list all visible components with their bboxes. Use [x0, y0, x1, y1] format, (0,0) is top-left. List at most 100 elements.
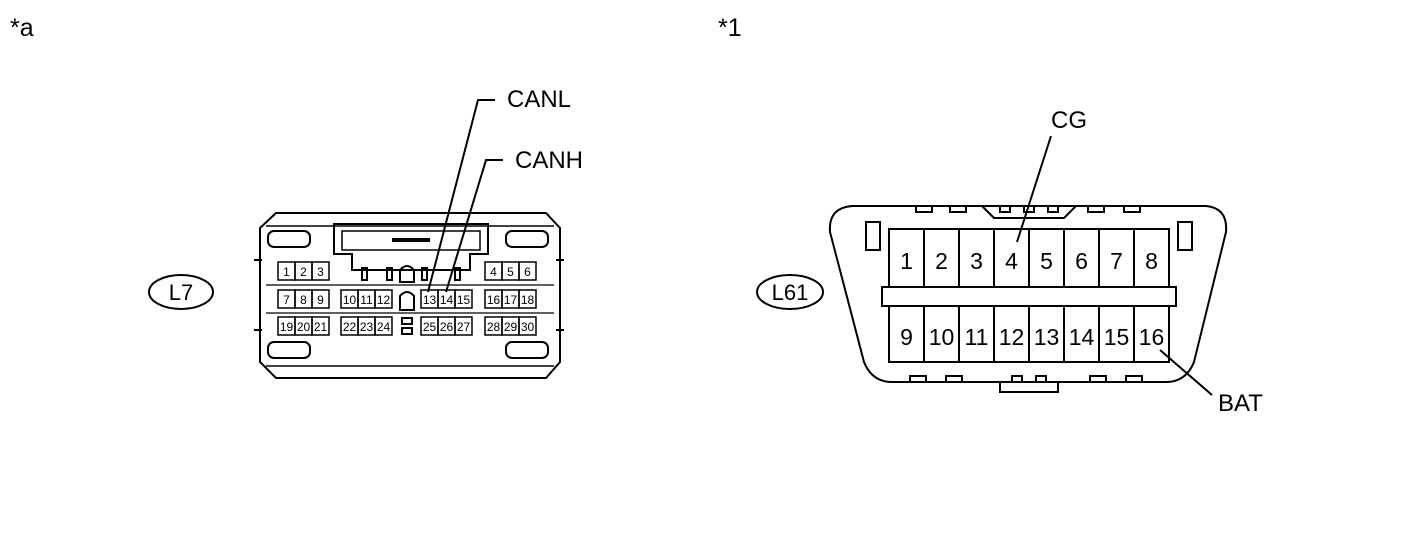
l61-pin: 9 [888, 305, 925, 363]
svg-text:14: 14 [1069, 324, 1095, 350]
l61-pin: 1 [888, 228, 925, 288]
callout-canh: CANH [445, 147, 583, 293]
callout-bat-leader [1159, 349, 1213, 396]
l7-pin: 10 [340, 289, 359, 309]
l7-pin: 16 [484, 289, 503, 309]
l7-pin: 12 [374, 289, 393, 309]
l7-pin: 18 [518, 289, 537, 309]
svg-text:15: 15 [1104, 324, 1130, 350]
svg-text:30: 30 [521, 320, 535, 334]
svg-text:11: 11 [360, 293, 373, 307]
l61-id-oval [756, 274, 824, 310]
svg-text:23: 23 [360, 320, 374, 334]
l7-pin: 3 [311, 261, 330, 281]
l7-pin: 26 [437, 316, 456, 336]
l61-pin: 14 [1063, 305, 1100, 363]
svg-text:29: 29 [504, 320, 518, 334]
callout-canh-label: CANH [515, 147, 583, 174]
svg-text:8: 8 [300, 293, 307, 307]
svg-text:19: 19 [280, 320, 294, 334]
l7-pin: 14 [437, 289, 456, 309]
svg-text:1: 1 [900, 248, 913, 274]
callout-canl: CANL [427, 86, 571, 293]
l7-pin: 2 [294, 261, 313, 281]
svg-text:9: 9 [317, 293, 324, 307]
l61-pin: 13 [1028, 305, 1065, 363]
callout-canl-label: CANL [507, 86, 571, 113]
svg-text:11: 11 [965, 324, 989, 350]
l7-pin: 22 [340, 316, 359, 336]
l7-pin: 9 [311, 289, 330, 309]
callout-cg-leader [1016, 135, 1052, 243]
l61-pin: 15 [1098, 305, 1135, 363]
svg-text:15: 15 [457, 293, 471, 307]
l7-pin: 13 [420, 289, 439, 309]
l61-pin: 11 [958, 305, 995, 363]
svg-text:17: 17 [504, 293, 518, 307]
l61-pin: 7 [1098, 228, 1135, 288]
svg-text:5: 5 [507, 265, 514, 279]
svg-text:3: 3 [317, 265, 324, 279]
l61-pin: 16 [1133, 305, 1170, 363]
svg-text:4: 4 [1005, 248, 1018, 274]
svg-text:5: 5 [1040, 248, 1053, 274]
l7-pin: 5 [501, 261, 520, 281]
l7-pin: 23 [357, 316, 376, 336]
svg-text:18: 18 [521, 293, 535, 307]
l7-pin: 11 [357, 289, 376, 309]
svg-text:21: 21 [314, 320, 328, 334]
svg-text:12: 12 [999, 324, 1025, 350]
svg-text:13: 13 [1034, 324, 1060, 350]
l7-connector-housing [254, 212, 564, 379]
l7-pin: 1 [277, 261, 296, 281]
svg-text:26: 26 [440, 320, 454, 334]
svg-text:2: 2 [300, 265, 307, 279]
l7-pin: 28 [484, 316, 503, 336]
l7-pin: 17 [501, 289, 520, 309]
l61-pin: 12 [993, 305, 1030, 363]
svg-text:13: 13 [423, 293, 437, 307]
figure-a-marker: *a [10, 14, 34, 42]
svg-text:3: 3 [970, 248, 983, 274]
svg-text:7: 7 [1110, 248, 1123, 274]
svg-text:7: 7 [283, 293, 290, 307]
svg-text:25: 25 [423, 320, 437, 334]
svg-text:24: 24 [377, 320, 391, 334]
svg-text:8: 8 [1145, 248, 1158, 274]
callout-bat-label: BAT [1218, 390, 1263, 417]
callout-cg-label: CG [1051, 107, 1087, 134]
svg-text:16: 16 [1139, 324, 1165, 350]
l7-id-label: L7 [169, 280, 193, 305]
callout-canl-leader [427, 99, 495, 293]
svg-text:6: 6 [524, 265, 531, 279]
svg-text:14: 14 [440, 293, 454, 307]
l7-pin: 6 [518, 261, 537, 281]
l7-pin-grid: 1 2 3 4 5 6 7 8 9 10 11 12 13 14 15 16 1… [277, 261, 537, 336]
l7-pin: 24 [374, 316, 393, 336]
l7-pin: 25 [420, 316, 439, 336]
svg-text:16: 16 [487, 293, 501, 307]
svg-text:10: 10 [929, 324, 955, 350]
callout-bat: BAT [1159, 349, 1263, 417]
svg-text:22: 22 [343, 320, 357, 334]
l7-pin: 27 [454, 316, 473, 336]
l61-id-label: L61 [772, 280, 809, 305]
l61-pin: 2 [923, 228, 960, 288]
l61-pin-grid: 1 2 3 4 5 6 7 8 9 10 11 12 13 14 15 16 [888, 228, 1170, 363]
l7-pin: 7 [277, 289, 296, 309]
l7-pin: 4 [484, 261, 503, 281]
figure-1: *1 L61 1 2 3 4 5 [718, 14, 1263, 417]
callout-cg: CG [1016, 107, 1087, 243]
svg-text:10: 10 [343, 293, 357, 307]
l7-pin: 19 [277, 316, 296, 336]
l61-pin: 10 [923, 305, 960, 363]
svg-text:27: 27 [457, 320, 471, 334]
l7-pin: 29 [501, 316, 520, 336]
l7-pin: 8 [294, 289, 313, 309]
l7-id-oval [148, 274, 214, 310]
svg-text:9: 9 [900, 324, 913, 350]
l61-pin: 6 [1063, 228, 1100, 288]
figure-a: *a L7 [10, 14, 583, 379]
l7-pin: 30 [518, 316, 537, 336]
